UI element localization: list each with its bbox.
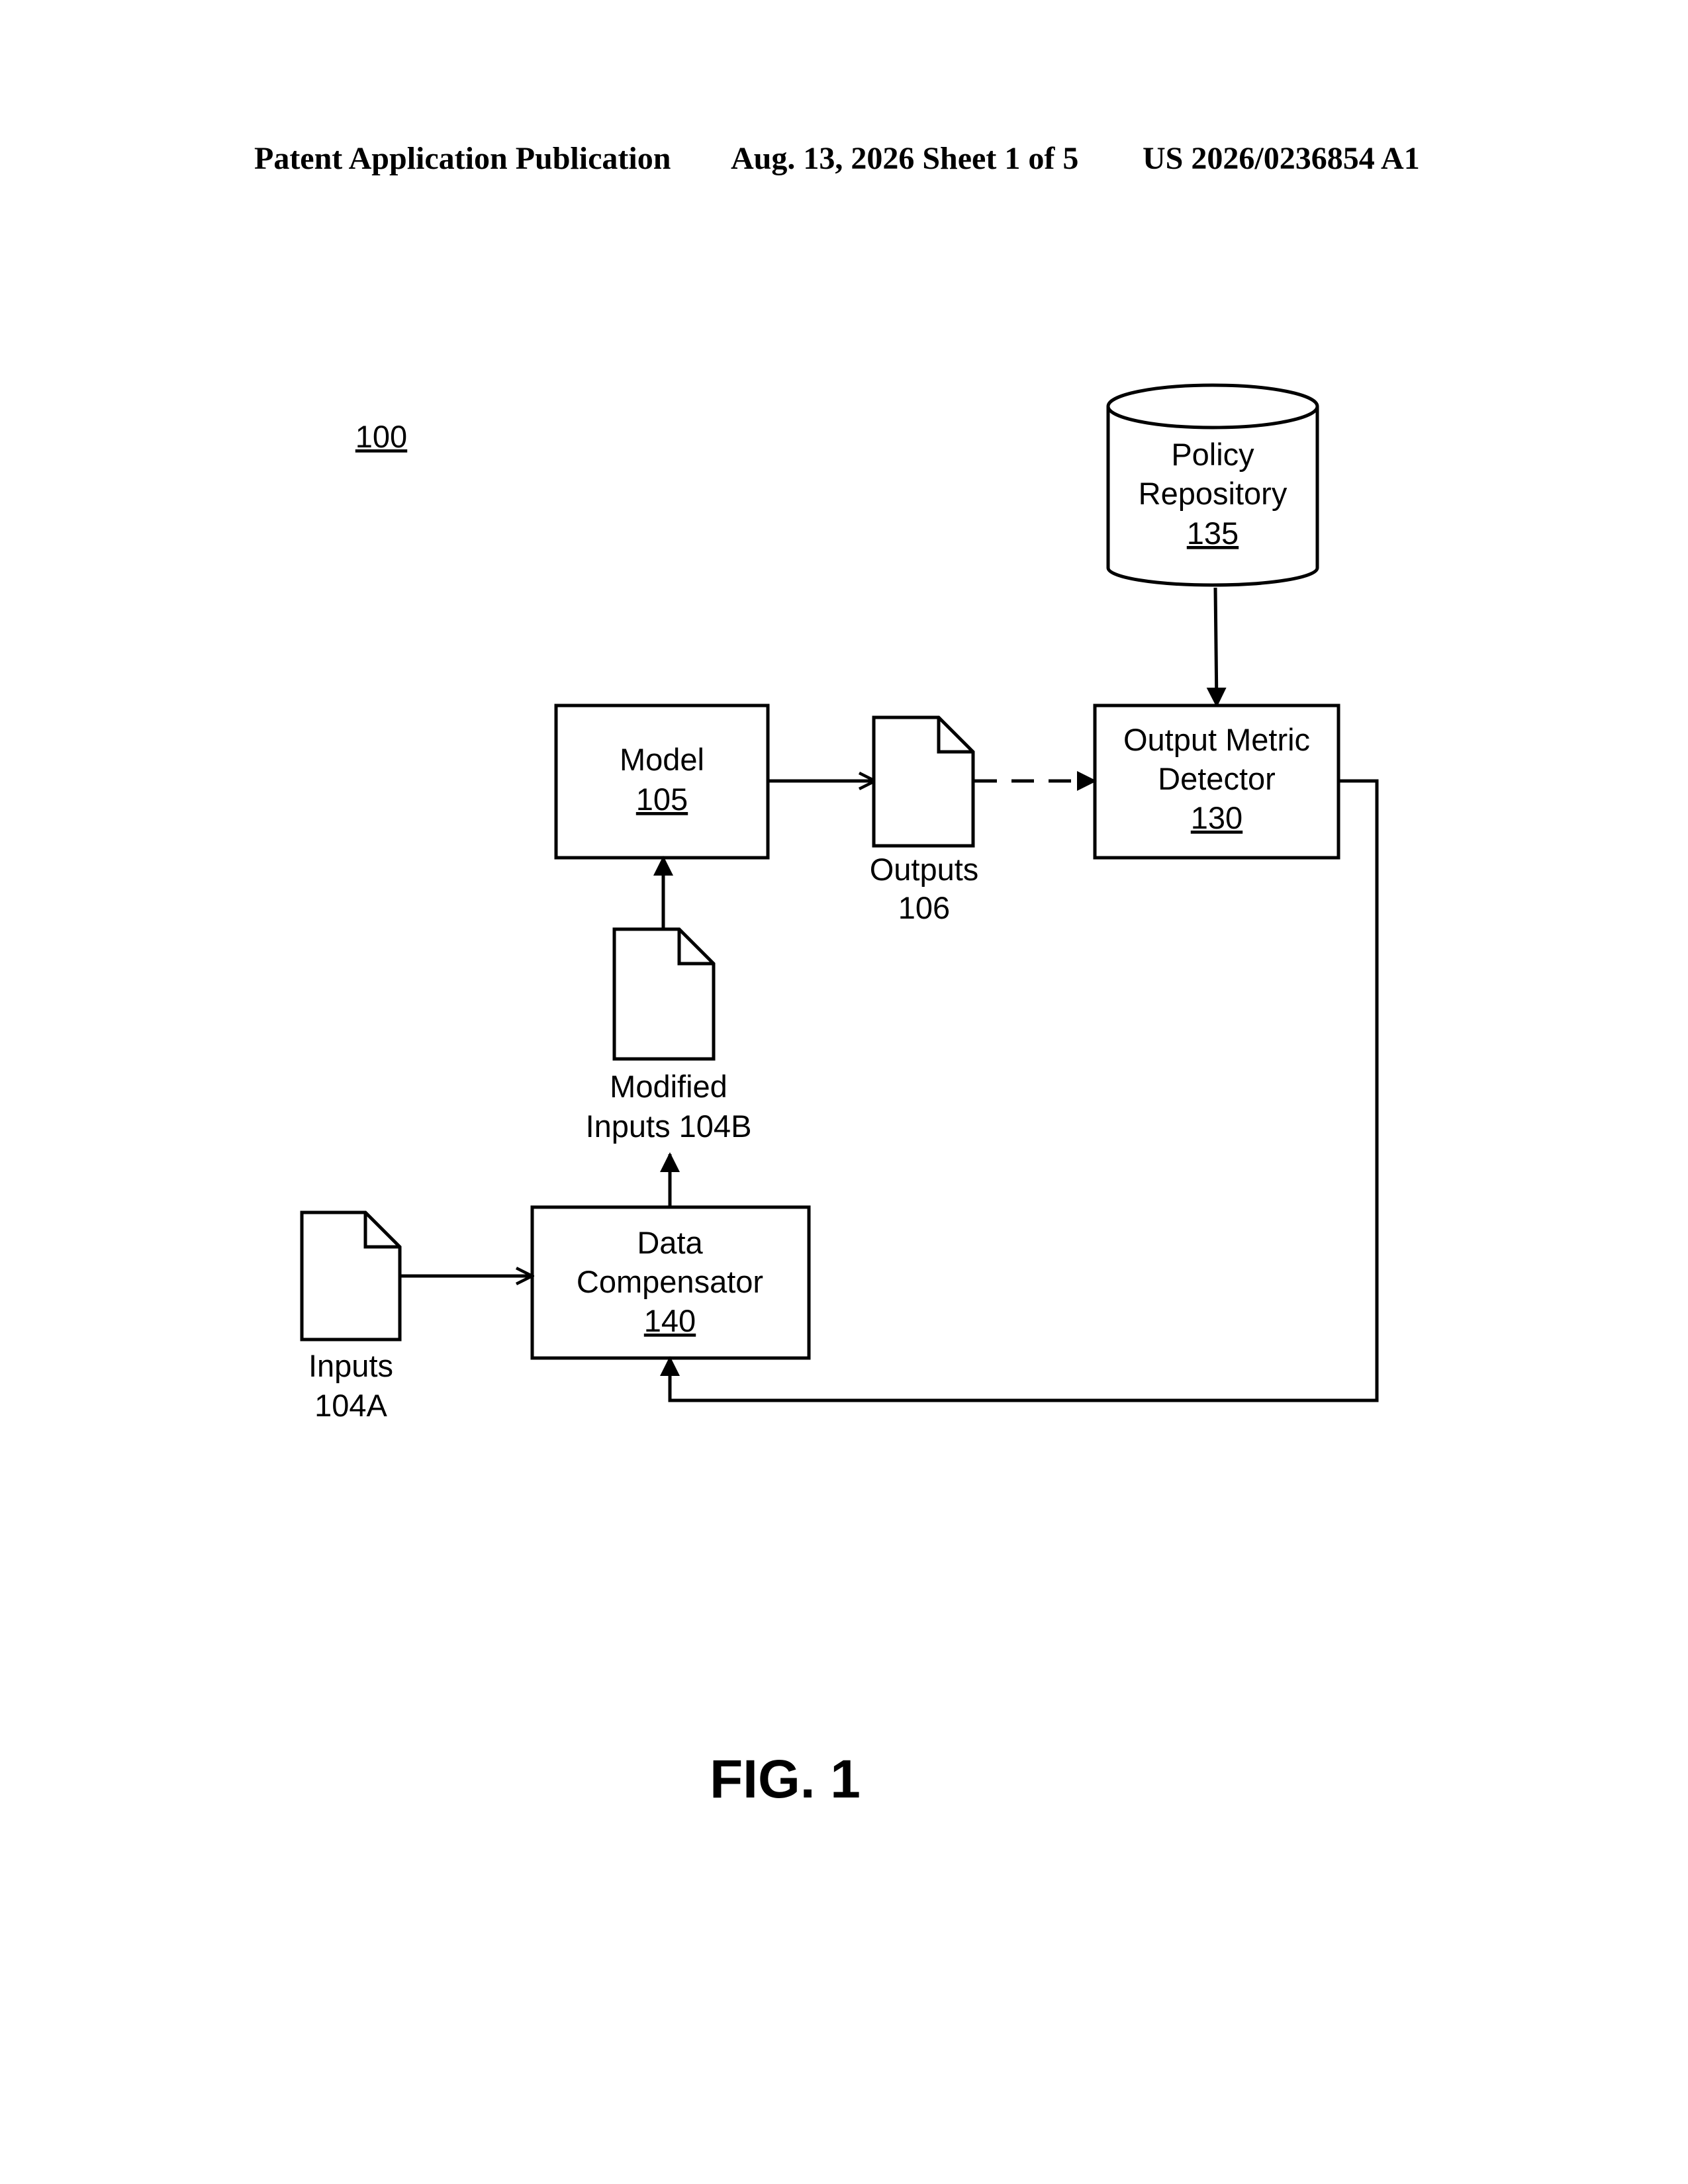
policy-repository-ref: 135 <box>1187 516 1239 551</box>
output-metric-detector-ref: 130 <box>1191 800 1243 835</box>
policy-repository-label-1: Policy <box>1171 437 1254 472</box>
modified-inputs-label-1: Modified <box>610 1069 727 1104</box>
output-metric-detector-label-1: Output Metric <box>1123 722 1310 757</box>
output-metric-detector-box: Output Metric Detector 130 <box>1095 705 1338 858</box>
data-compensator-label-2: Compensator <box>577 1264 763 1299</box>
figure-caption: FIG. 1 <box>710 1749 861 1809</box>
policy-repository-label-2: Repository <box>1139 476 1288 511</box>
model-box: Model 105 <box>556 705 768 858</box>
inputs-label-1: Inputs <box>308 1348 393 1383</box>
model-label: Model <box>620 742 704 777</box>
inputs-label-2: 104A <box>314 1388 387 1423</box>
figure-ref: 100 <box>355 419 407 454</box>
outputs-document-icon: Outputs 106 <box>870 717 979 925</box>
data-compensator-ref: 140 <box>644 1303 696 1338</box>
outputs-label-2: 106 <box>898 890 950 925</box>
inputs-document-icon: Inputs 104A <box>302 1212 400 1423</box>
data-compensator-label-1: Data <box>637 1225 703 1260</box>
modified-inputs-label-2: Inputs 104B <box>586 1109 752 1144</box>
policy-repository-cylinder: Policy Repository 135 <box>1108 385 1317 585</box>
data-compensator-box: Data Compensator 140 <box>532 1207 809 1358</box>
modified-inputs-document-icon: Modified Inputs 104B <box>586 929 752 1144</box>
outputs-label-1: Outputs <box>870 852 979 887</box>
model-ref: 105 <box>636 782 688 817</box>
output-metric-detector-label-2: Detector <box>1158 761 1276 796</box>
arrow-repository-to-detector <box>1215 588 1217 705</box>
